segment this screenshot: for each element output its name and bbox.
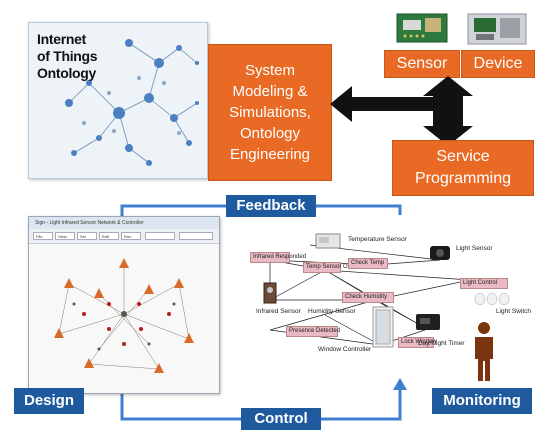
- toolbar-item[interactable]: Sel: [77, 232, 97, 240]
- feedback-label: Feedback: [226, 195, 316, 217]
- monitor-text: Temperature Sensor: [348, 236, 407, 243]
- temperature-sensor-icon: [315, 233, 341, 249]
- monitor-node: Presence Detected: [286, 326, 340, 337]
- device-board-icon: [467, 13, 527, 45]
- window-controller-icon: [372, 306, 394, 348]
- modeling-line5: Engineering: [229, 146, 311, 163]
- infrared-sensor-icon: [263, 282, 277, 304]
- toolbar-item[interactable]: [179, 232, 213, 240]
- monitor-node: Infrared Responded: [250, 252, 306, 263]
- modeling-line3: Simulations,: [229, 104, 311, 121]
- monitor-node: Check Humidity: [342, 292, 394, 303]
- modeling-box: System Modeling & Simulations, Ontology …: [208, 44, 332, 181]
- light-bulb-icon: [474, 292, 510, 306]
- ontology-title-line2: of Things: [37, 48, 98, 64]
- sensor-board-icon: [396, 13, 448, 43]
- toolbar-item[interactable]: File: [33, 232, 53, 240]
- toolbar-item[interactable]: Run: [121, 232, 141, 240]
- monitor-text: Light Sensor: [456, 245, 493, 252]
- day-night-timer-icon: [416, 314, 440, 330]
- ontology-title-line3: Ontology: [37, 65, 97, 81]
- monitor-text: Window Controller: [318, 346, 372, 353]
- monitor-text: Day/Night Timer: [418, 340, 465, 347]
- monitor-text: Humidity Sensor: [308, 308, 356, 315]
- monitor-node: Lock Window: [398, 337, 437, 348]
- ontology-panel: Internet of Things Ontology: [28, 22, 208, 179]
- modeling-line4: Ontology: [239, 125, 301, 142]
- monitoring-label: Monitoring: [432, 388, 532, 414]
- monitor-text: Light Switch: [496, 308, 532, 315]
- sensor-box: Sensor: [384, 50, 460, 78]
- person-icon: [475, 322, 493, 381]
- toolbar-item[interactable]: View: [55, 232, 75, 240]
- ontology-graph: [65, 39, 199, 166]
- monitor-node: Temp Sensor On: [303, 262, 351, 273]
- light-sensor-icon: [430, 246, 450, 260]
- connector-arrows: [330, 76, 473, 146]
- modeling-line2: Modeling &: [232, 83, 308, 100]
- design-window-title: Sign - Light Infrared Sensor Network & C…: [29, 217, 219, 229]
- control-label: Control: [241, 408, 321, 430]
- service-line2: Programming: [414, 170, 512, 187]
- monitor-text: Infrared Sensor: [256, 308, 301, 315]
- ontology-title-line1: Internet: [37, 31, 86, 47]
- design-window-toolbar: File View Sel Edit Run: [29, 229, 219, 244]
- toolbar-item[interactable]: Edit: [99, 232, 119, 240]
- device-box: Device: [461, 50, 535, 78]
- design-network-graph: [54, 258, 194, 373]
- service-line1: Service: [436, 148, 490, 165]
- toolbar-item[interactable]: [145, 232, 175, 240]
- monitor-node: Light Control: [460, 278, 508, 289]
- service-box: Service Programming: [392, 140, 534, 196]
- design-label: Design: [14, 388, 84, 414]
- modeling-line1: System: [244, 62, 295, 79]
- ontology-title: Internet of Things Ontology: [37, 31, 127, 82]
- design-window: Sign - Light Infrared Sensor Network & C…: [28, 216, 220, 394]
- monitor-node: Check Temp: [348, 258, 388, 269]
